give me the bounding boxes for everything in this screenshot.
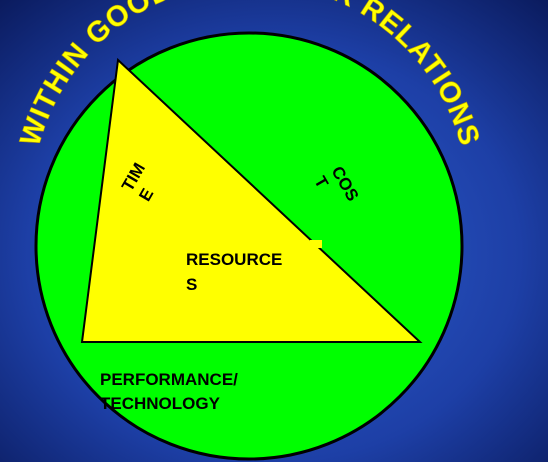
- performance-label-line1: PERFORMANCE/: [100, 370, 238, 389]
- performance-label-line2: TECHNOLOGY: [100, 394, 220, 413]
- yellow-triangle: [80, 57, 423, 343]
- resources-label-line1: RESOURCE: [186, 250, 283, 269]
- performance-label: PERFORMANCE/ TECHNOLOGY: [100, 368, 238, 416]
- resources-label: RESOURCE S: [186, 247, 282, 297]
- resources-label-line2: S: [186, 275, 198, 294]
- triangle-notch: [310, 240, 322, 248]
